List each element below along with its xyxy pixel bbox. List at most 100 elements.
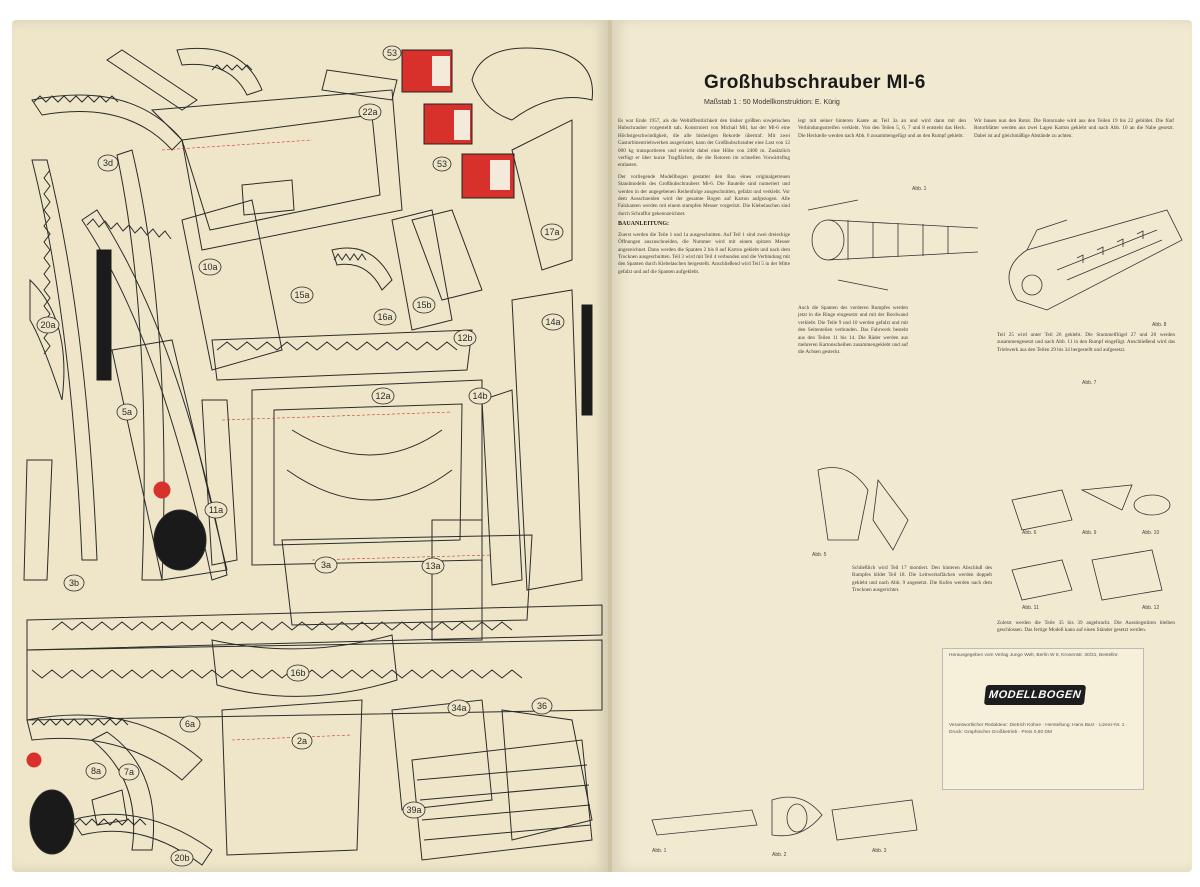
text-paragraph: Zuletzt werden die Teile 35 bis 39 angeb… — [997, 620, 1175, 634]
part-16b — [211, 634, 398, 697]
svg-text:12a: 12a — [375, 391, 390, 401]
text-paragraph: Zuerst werden die Teile 1 und 1a ausgesc… — [618, 231, 790, 275]
text-paragraph: legt mit seiner hinteren Kante an Teil 3… — [798, 118, 966, 139]
figure-label: Abb. 8 — [1152, 322, 1167, 328]
part-label: 6a — [179, 715, 201, 733]
part-outline — [241, 179, 295, 216]
svg-text:10a: 10a — [202, 262, 217, 272]
svg-text:20b: 20b — [174, 853, 189, 863]
sawtooth-edge — [33, 95, 119, 103]
publisher-info: Herausgegeben vom Verlag Junge Welt, Ber… — [949, 653, 1119, 658]
text-column-3-mid: Teil 25 wird unter Teil 26 geklebt. Die … — [997, 332, 1175, 354]
part-10a-strip — [116, 149, 165, 581]
part-label: 34a — [447, 699, 471, 717]
part-label: 3a — [314, 556, 338, 574]
part-3b-long — [26, 604, 603, 651]
figure-label: Abb. 11 — [1022, 605, 1039, 611]
instruction-page: Großhubschrauber MI-6 Maßstab 1 : 50 Mod… — [612, 20, 1192, 872]
part-label: 17a — [540, 223, 564, 241]
part-7a — [91, 731, 155, 851]
part-label: 3d — [97, 154, 119, 172]
cutout-page: 3d 22a 53 53 17a 10a 15a 15b 16a 12b 14a… — [12, 20, 610, 872]
figure-label: Abb. 6 — [1022, 530, 1037, 536]
red-fold-line — [161, 139, 313, 151]
part-label: 7a — [118, 763, 140, 781]
figure-label: Abb. 2 — [772, 852, 787, 858]
svg-text:16b: 16b — [290, 668, 305, 678]
part-14a — [511, 289, 583, 591]
text-paragraph: Schließlich wird Teil 17 montiert. Den h… — [852, 565, 992, 594]
svg-text:22a: 22a — [362, 107, 377, 117]
svg-text:2a: 2a — [297, 736, 307, 746]
part-arc — [286, 469, 453, 501]
part-13a — [431, 519, 483, 641]
black-oval — [153, 509, 207, 571]
part-17a — [511, 119, 573, 271]
part-label: 16b — [286, 664, 310, 682]
svg-text:3a: 3a — [321, 560, 331, 570]
part-label: 13a — [421, 557, 445, 575]
sawtooth-edge — [51, 621, 513, 631]
part-20b — [71, 813, 213, 866]
part-label: 15b — [412, 296, 436, 314]
part-label: 12a — [371, 387, 395, 405]
helicopter-fuselage-sketch — [1008, 209, 1183, 311]
figure-label: Abb. 7 — [1082, 380, 1097, 386]
part-outline — [411, 209, 483, 301]
sawtooth-edge — [86, 218, 172, 240]
part-39a — [411, 739, 593, 861]
bottom-assembly-drawings — [651, 796, 918, 841]
sawtooth-edge — [216, 341, 458, 351]
svg-text:39a: 39a — [406, 805, 421, 815]
text-paragraph: Teil 25 wird unter Teil 26 geklebt. Die … — [997, 332, 1175, 353]
part-outline — [23, 459, 53, 581]
sawtooth-edge — [31, 669, 523, 679]
part-15b — [391, 209, 453, 331]
figure-label: Abb. 1 — [652, 848, 667, 854]
black-strip — [581, 304, 593, 416]
part-label: 3b — [63, 574, 85, 592]
part-outline — [81, 209, 228, 581]
svg-text:12b: 12b — [457, 333, 472, 343]
text-paragraph: Auch die Spanten des vorderen Rumpfes we… — [798, 305, 908, 356]
part-12a-frame — [251, 379, 483, 566]
sheet-subtitle: Maßstab 1 : 50 Modellkonstruktion: E. Kü… — [704, 99, 840, 106]
red-fold-line — [221, 411, 453, 421]
publisher-imprint: Verantwortlicher Redakteur: Dietrich Küh… — [949, 723, 1128, 735]
part-6a-arc — [26, 714, 203, 781]
svg-text:7a: 7a — [124, 767, 134, 777]
svg-text:34a: 34a — [451, 703, 466, 713]
figure-label: Abb. 1 — [912, 186, 927, 192]
svg-text:53: 53 — [387, 48, 397, 58]
part-3a — [281, 534, 533, 626]
svg-text:11a: 11a — [209, 505, 223, 515]
figure-label: Abb. 9 — [1082, 530, 1097, 536]
part-label: 12b — [453, 329, 477, 347]
part-arc — [291, 429, 443, 456]
svg-text:14a: 14a — [545, 317, 560, 327]
svg-text:3d: 3d — [103, 158, 113, 168]
text-paragraph: Wir bauen nun den Rotor. Die Rotornabe w… — [974, 118, 1174, 139]
part-36 — [501, 709, 593, 841]
sawtooth-edge — [333, 253, 367, 261]
part-outline — [106, 49, 198, 111]
svg-text:5a: 5a — [122, 407, 132, 417]
intro-paragraph: Es war Ende 1957, als die Weltöffentlich… — [618, 118, 790, 169]
text-column-2-mid: Auch die Spanten des vorderen Rumpfes we… — [798, 305, 908, 357]
part-label: 8a — [85, 762, 107, 780]
part-label: 15a — [290, 286, 314, 304]
sawtooth-edge — [211, 64, 253, 71]
part-8a — [91, 789, 128, 826]
part-label: 36 — [531, 697, 553, 715]
part-12b — [211, 329, 473, 381]
part-22a-frame — [150, 89, 403, 251]
model-sheet-spread: 3d 22a 53 53 17a 10a 15a 15b 16a 12b 14a… — [12, 20, 1192, 872]
modellbogen-logo: MODELLBOGEN — [983, 685, 1087, 705]
part-label: 20a — [36, 316, 60, 334]
svg-text:6a: 6a — [185, 719, 195, 729]
svg-text:16a: 16a — [377, 312, 392, 322]
part-label: 14a — [541, 313, 565, 331]
sawtooth-edge — [73, 818, 147, 826]
black-strip — [96, 249, 112, 381]
part-label: 53 — [432, 156, 452, 172]
